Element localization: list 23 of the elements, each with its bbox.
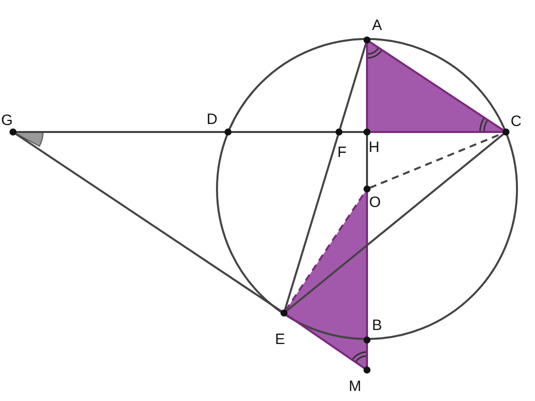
line-segment	[366, 135, 368, 186]
point-label: C	[510, 113, 522, 130]
line-segment	[366, 43, 368, 129]
line-segment	[231, 131, 336, 133]
point-label: D	[206, 111, 218, 128]
line-segment	[286, 314, 366, 370]
line-segment	[342, 131, 364, 133]
line-segment	[16, 131, 225, 133]
point-label: B	[372, 317, 382, 334]
line-segment	[284, 134, 340, 310]
line-segment	[366, 192, 368, 337]
point-label: F	[337, 144, 347, 161]
line-segment	[14, 132, 282, 312]
point-label: O	[369, 194, 381, 211]
point-label: M	[348, 378, 362, 395]
line-segment	[338, 42, 368, 130]
point-label: A	[372, 17, 382, 34]
point-label: G	[1, 112, 13, 129]
line-segment	[366, 343, 368, 367]
point-label: E	[275, 331, 285, 348]
point-label: H	[368, 139, 380, 156]
line-segment	[286, 133, 504, 312]
line-segment	[370, 131, 503, 133]
